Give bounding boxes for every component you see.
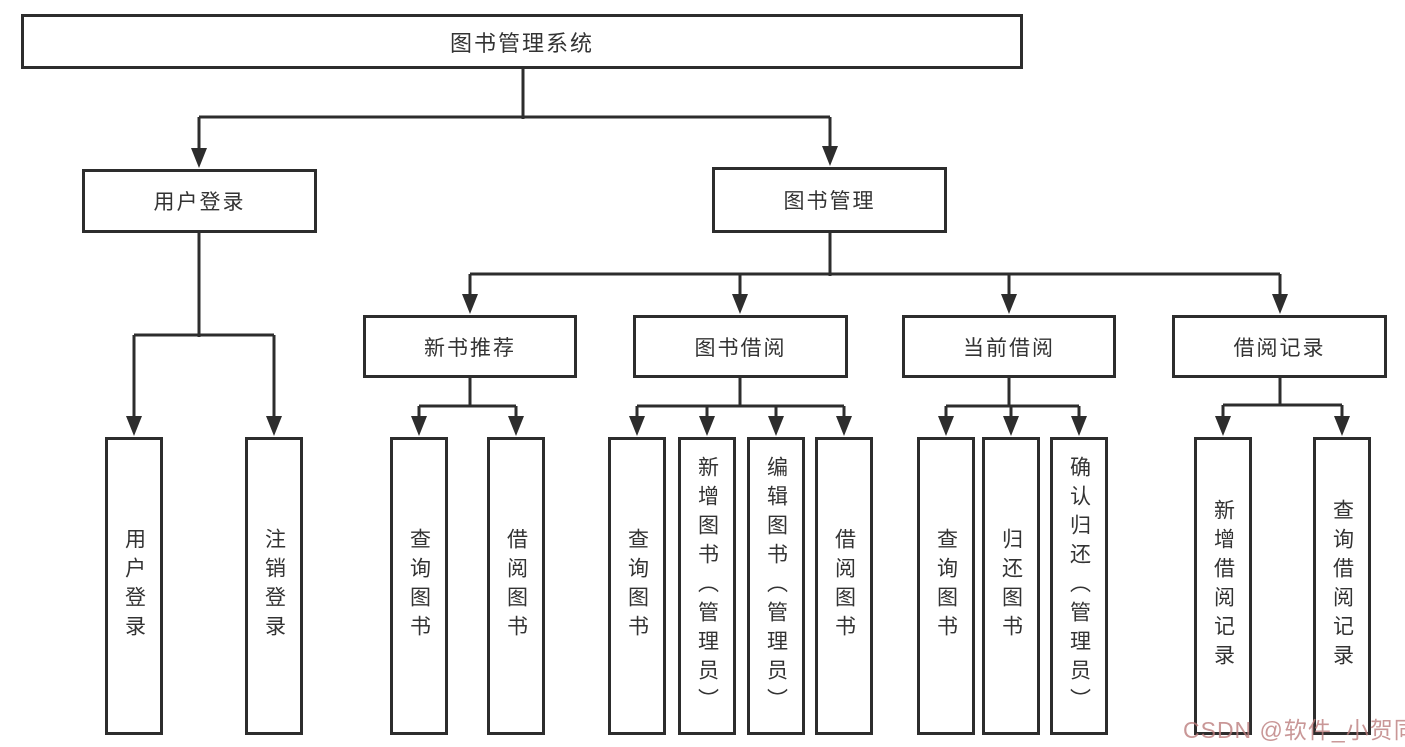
- branch-node-book-management: 图书管理: [712, 167, 947, 233]
- module-node-book-borrowing: 图书借阅: [633, 315, 848, 378]
- branch-node-label: 用户登录: [153, 191, 246, 214]
- root-node-library-management-system: 图书管理系统: [21, 14, 1023, 69]
- leaf-node-label: 查询图书: [625, 528, 649, 644]
- module-node-label: 借阅记录: [1233, 336, 1326, 360]
- leaf-node-borrow-book-recommend: 借阅图书: [487, 437, 545, 735]
- leaf-node-label: 查询图书: [407, 528, 431, 644]
- leaf-node-logout: 注销登录: [245, 437, 303, 735]
- leaf-node-label: 新增借阅记录: [1211, 499, 1235, 673]
- leaf-node-query-books-current: 查询图书: [917, 437, 975, 735]
- leaf-node-label: 归还图书: [999, 528, 1023, 644]
- module-node-current-borrowing: 当前借阅: [902, 315, 1116, 378]
- branch-node-user-login: 用户登录: [82, 169, 317, 233]
- leaf-node-label: 编辑图书（管理员）: [764, 455, 788, 717]
- leaf-node-label: 新增图书（管理员）: [695, 455, 719, 717]
- module-node-new-book-recommendation: 新书推荐: [363, 315, 577, 378]
- leaf-node-add-book-admin: 新增图书（管理员）: [678, 437, 736, 735]
- leaf-node-label: 借阅图书: [832, 528, 856, 644]
- leaf-node-label: 注销登录: [262, 528, 286, 644]
- leaf-node-borrow-book: 借阅图书: [815, 437, 873, 735]
- module-node-label: 新书推荐: [424, 336, 516, 360]
- leaf-node-add-borrow-record: 新增借阅记录: [1194, 437, 1252, 735]
- leaf-node-return-book: 归还图书: [982, 437, 1040, 735]
- leaf-node-confirm-return-admin: 确认归还（管理员）: [1050, 437, 1108, 735]
- branch-node-label: 图书管理: [783, 190, 876, 213]
- leaf-node-label: 查询图书: [934, 528, 958, 644]
- root-node-label: 图书管理系统: [449, 30, 594, 56]
- leaf-node-label: 用户登录: [122, 528, 146, 644]
- leaf-node-label: 借阅图书: [504, 528, 528, 644]
- leaf-node-query-borrow-record: 查询借阅记录: [1313, 437, 1371, 735]
- module-node-label: 当前借阅: [963, 336, 1055, 360]
- leaf-node-user-login: 用户登录: [105, 437, 163, 735]
- leaf-node-label: 查询借阅记录: [1330, 499, 1354, 673]
- leaf-node-label: 确认归还（管理员）: [1067, 455, 1091, 717]
- leaf-node-query-books-borrowing: 查询图书: [608, 437, 666, 735]
- leaf-node-query-books-recommend: 查询图书: [390, 437, 448, 735]
- leaf-node-edit-book-admin: 编辑图书（管理员）: [747, 437, 805, 735]
- module-node-borrowing-records: 借阅记录: [1172, 315, 1387, 378]
- module-node-label: 图书借阅: [694, 336, 787, 360]
